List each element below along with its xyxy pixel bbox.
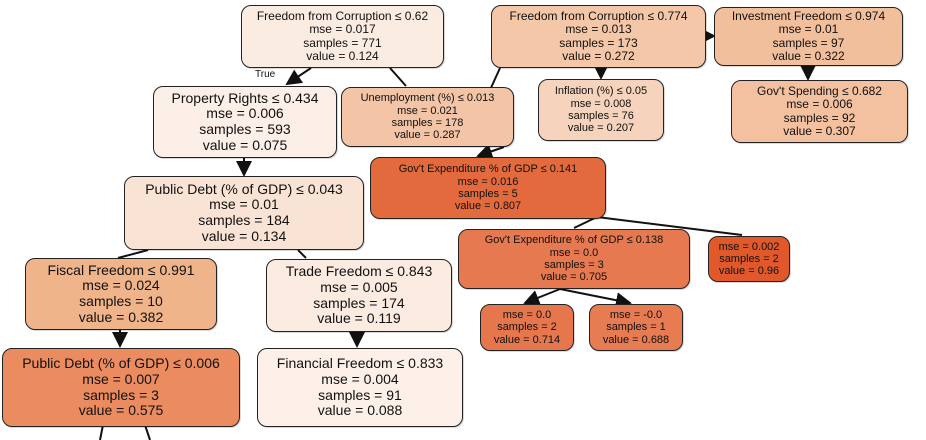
node-line: samples = 5: [458, 188, 518, 200]
tree-edge: [297, 249, 307, 259]
node-line: value = 0.119: [317, 310, 401, 327]
node-line: Property Rights ≤ 0.434: [171, 89, 319, 106]
node-line: Gov't Expenditure % of GDP ≤ 0.138: [484, 234, 664, 247]
node-line: samples = 178: [391, 117, 464, 129]
node-line: value = 0.807: [454, 200, 522, 213]
node-line: Public Debt (% of GDP) ≤ 0.006: [22, 355, 220, 372]
node-line: mse = 0.017: [309, 22, 376, 37]
node-line: Unemployment (%) ≤ 0.013: [360, 92, 495, 105]
node-line: mse = 0.0: [549, 246, 599, 259]
node-line: samples = 593: [199, 121, 291, 137]
tree-edge: [476, 143, 505, 159]
node-line: mse = 0.008: [570, 97, 632, 110]
tree-edge: [389, 67, 407, 87]
node-line: samples = 2: [497, 321, 557, 334]
node-line: mse = 0.01: [209, 196, 279, 213]
node-line: mse = 0.013: [565, 22, 632, 37]
node-line: mse = 0.004: [321, 370, 399, 387]
node-line: value = 0.714: [493, 333, 561, 346]
node-line: value = 0.075: [202, 136, 288, 153]
node-line: samples = 92: [783, 110, 856, 125]
node-line: samples = 771: [303, 35, 382, 50]
tree-edge: [523, 288, 561, 306]
node-line: mse = 0.007: [82, 370, 160, 387]
tree-edge: [144, 424, 151, 440]
node-line: Financial Freedom ≤ 0.833: [276, 355, 444, 372]
node-line: mse = 0.006: [206, 105, 284, 122]
node-line: value = 0.088: [317, 402, 403, 419]
node-line: samples = 173: [559, 35, 638, 50]
node-line: Investment Freedom ≤ 0.974: [731, 8, 886, 23]
tree-edge: [117, 249, 149, 259]
node-line: Freedom from Corruption ≤ 0.774: [509, 8, 688, 23]
node-line: samples = 3: [83, 386, 159, 403]
node-line: mse = 0.024: [82, 277, 160, 294]
node-line: value = 0.705: [540, 271, 608, 284]
node-line: samples = 2: [719, 252, 779, 265]
node-line: value = 0.134: [201, 227, 287, 244]
tree-edge: [596, 216, 743, 236]
node-line: Public Debt (% of GDP) ≤ 0.043: [145, 180, 343, 197]
node-line: value = 0.307: [783, 123, 856, 138]
node-line: Fiscal Freedom ≤ 0.991: [47, 261, 195, 278]
node-line: value = 0.207: [567, 122, 635, 135]
tree-edge: [559, 288, 632, 309]
node-line: samples = 97: [772, 35, 845, 50]
node-line: value = 0.287: [394, 129, 461, 142]
node-line: mse = 0.002: [718, 240, 780, 253]
true-edge-label: True: [255, 69, 276, 80]
node-line: mse = 0.006: [786, 97, 853, 112]
node-line: value = 0.272: [562, 48, 635, 63]
node-line: samples = 1: [606, 321, 666, 334]
node-line: samples = 76: [568, 110, 634, 122]
node-line: mse = 0.005: [320, 278, 398, 295]
node-line: mse = 0.021: [397, 104, 458, 117]
node-line: value = 0.688: [602, 333, 670, 346]
node-line: mse = -0.0: [609, 309, 663, 322]
node-line: samples = 91: [318, 386, 402, 403]
node-line: value = 0.96: [718, 265, 780, 278]
node-line: value = 0.322: [772, 48, 845, 63]
tree-edge: [99, 424, 104, 440]
node-line: value = 0.124: [306, 48, 379, 63]
node-line: Trade Freedom ≤ 0.843: [285, 263, 433, 280]
node-line: value = 0.382: [78, 308, 164, 325]
node-line: samples = 184: [198, 212, 290, 228]
node-line: samples = 3: [544, 259, 604, 271]
node-line: samples = 174: [313, 294, 405, 311]
tree-edge: [285, 67, 312, 86]
node-line: samples = 10: [79, 293, 163, 309]
node-line: Inflation (%) ≤ 0.05: [554, 85, 648, 98]
node-line: Freedom from Corruption ≤ 0.62: [256, 8, 429, 23]
node-line: mse = 0.01: [778, 22, 839, 37]
node-line: Gov't Expenditure % of GDP ≤ 0.141: [398, 163, 578, 176]
node-line: Gov't Spending ≤ 0.682: [757, 83, 882, 98]
node-line: mse = 0.016: [457, 175, 519, 188]
node-line: value = 0.575: [78, 402, 164, 419]
node-line: mse = 0.0: [502, 309, 552, 322]
